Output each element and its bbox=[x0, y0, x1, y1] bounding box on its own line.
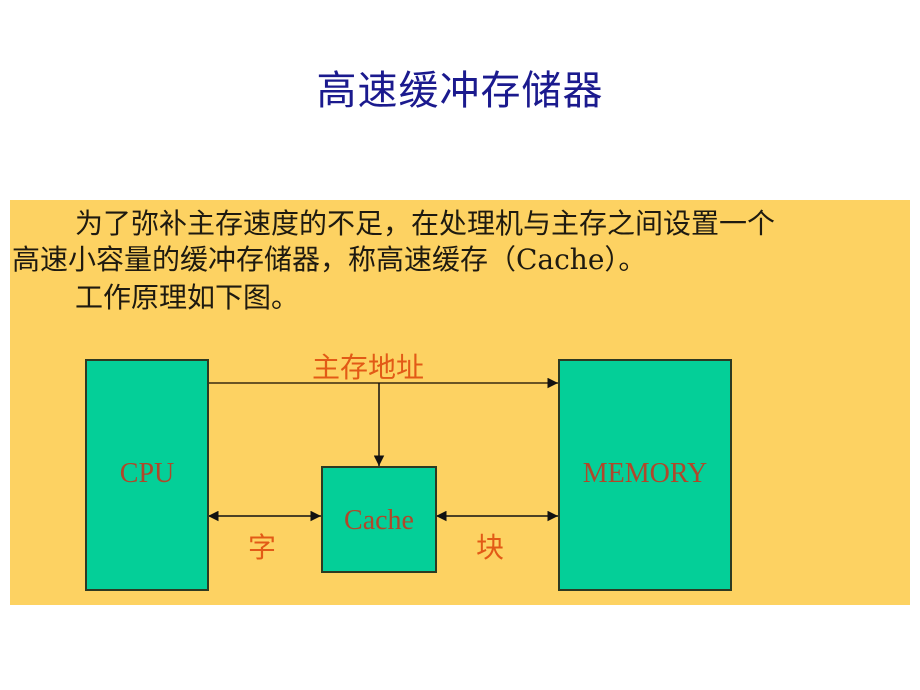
cpu-label: CPU bbox=[119, 458, 175, 489]
slide-title: 高速缓冲存储器 bbox=[316, 68, 604, 114]
block-label: 块 bbox=[476, 531, 505, 564]
cpu-box: CPU bbox=[85, 359, 209, 591]
memory-box: MEMORY bbox=[558, 359, 732, 591]
address-label: 主存地址 bbox=[312, 351, 425, 384]
cache-label: Cache bbox=[344, 505, 414, 536]
paragraph-line-1: 为了弥补主存速度的不足，在处理机与主存之间设置一个 bbox=[75, 207, 776, 240]
paragraph-line-3: 工作原理如下图。 bbox=[75, 281, 300, 314]
cache-box: Cache bbox=[321, 466, 437, 573]
word-label: 字 bbox=[248, 531, 277, 564]
paragraph-line-2: 高速小容量的缓冲存储器，称高速缓存（Cache）。 bbox=[12, 243, 647, 276]
memory-label: MEMORY bbox=[582, 458, 708, 489]
